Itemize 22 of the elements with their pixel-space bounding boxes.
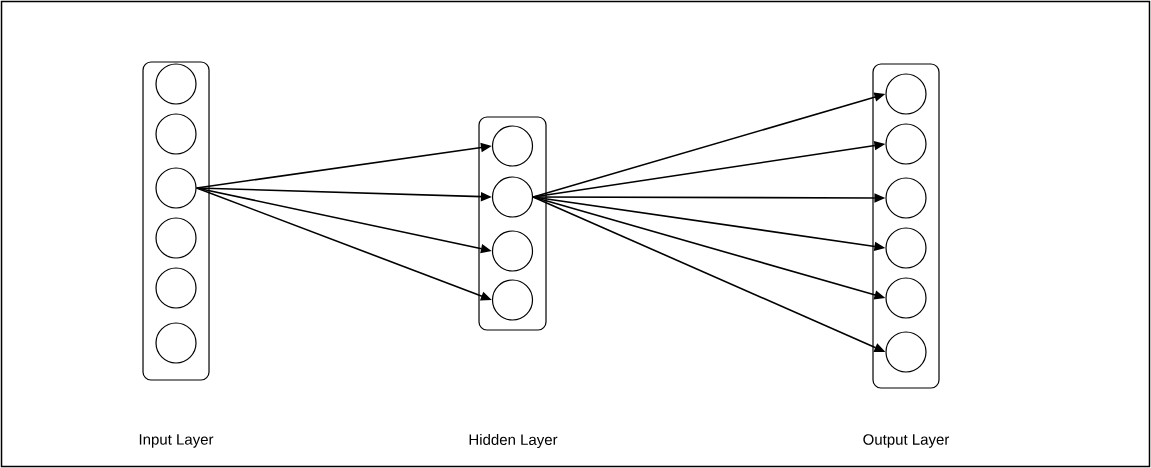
- neuron-circle: [885, 331, 927, 373]
- neuron-circle: [491, 230, 534, 272]
- layer-label: Hidden Layer: [469, 434, 558, 448]
- neuron-circle: [491, 279, 534, 321]
- layer-box: [872, 63, 940, 389]
- neuron-circle: [885, 277, 927, 319]
- neuron-circle: [885, 227, 927, 269]
- neuron-circle: [155, 113, 197, 155]
- neuron-circle: [155, 167, 197, 209]
- layer-label: Output Layer: [863, 434, 950, 448]
- neuron-circle: [155, 63, 197, 105]
- neuron-circle: [155, 217, 197, 259]
- neuron-circle: [155, 267, 197, 309]
- neuron-circle: [885, 123, 927, 165]
- neuron-circle: [885, 177, 927, 219]
- neuron-circle: [491, 125, 534, 167]
- layer-label: Input Layer: [139, 434, 214, 448]
- layer-box: [478, 116, 547, 331]
- neuron-circle: [491, 176, 534, 218]
- neuron-circle: [885, 73, 927, 115]
- neuron-circle: [155, 322, 197, 364]
- layer-box: [142, 61, 210, 381]
